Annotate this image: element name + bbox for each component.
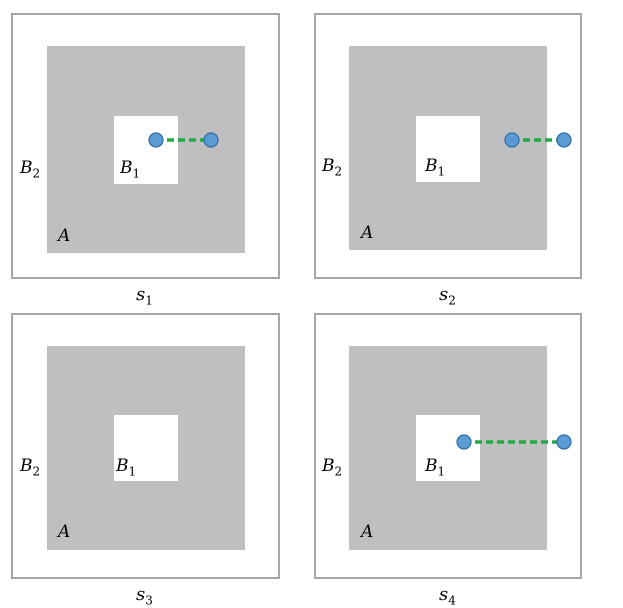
label-b1: B1 <box>425 156 446 179</box>
label-b2: B2 <box>20 158 41 181</box>
region-b1-hole <box>114 415 178 481</box>
node-s1-inner <box>148 132 164 148</box>
node-s2-inner <box>504 132 520 148</box>
label-a: A <box>58 522 71 542</box>
label-b2: B2 <box>20 456 41 479</box>
region-b1-hole <box>114 116 178 184</box>
node-s4-outer <box>556 434 572 450</box>
caption-s1: s1 <box>136 284 153 308</box>
label-b1: B1 <box>120 158 141 181</box>
region-b1-hole <box>416 415 480 481</box>
caption-s3: s3 <box>136 584 153 608</box>
label-b1: B1 <box>116 456 137 479</box>
caption-s2: s2 <box>439 284 456 308</box>
caption-s4: s4 <box>439 584 456 608</box>
node-s2-outer <box>556 132 572 148</box>
region-b1-hole <box>416 116 480 182</box>
node-s1-outer <box>203 132 219 148</box>
label-b1: B1 <box>425 456 446 479</box>
label-a: A <box>361 522 374 542</box>
label-b2: B2 <box>322 456 343 479</box>
label-a: A <box>58 226 71 246</box>
label-b2: B2 <box>322 156 343 179</box>
label-a: A <box>361 223 374 243</box>
node-s4-inner <box>456 434 472 450</box>
